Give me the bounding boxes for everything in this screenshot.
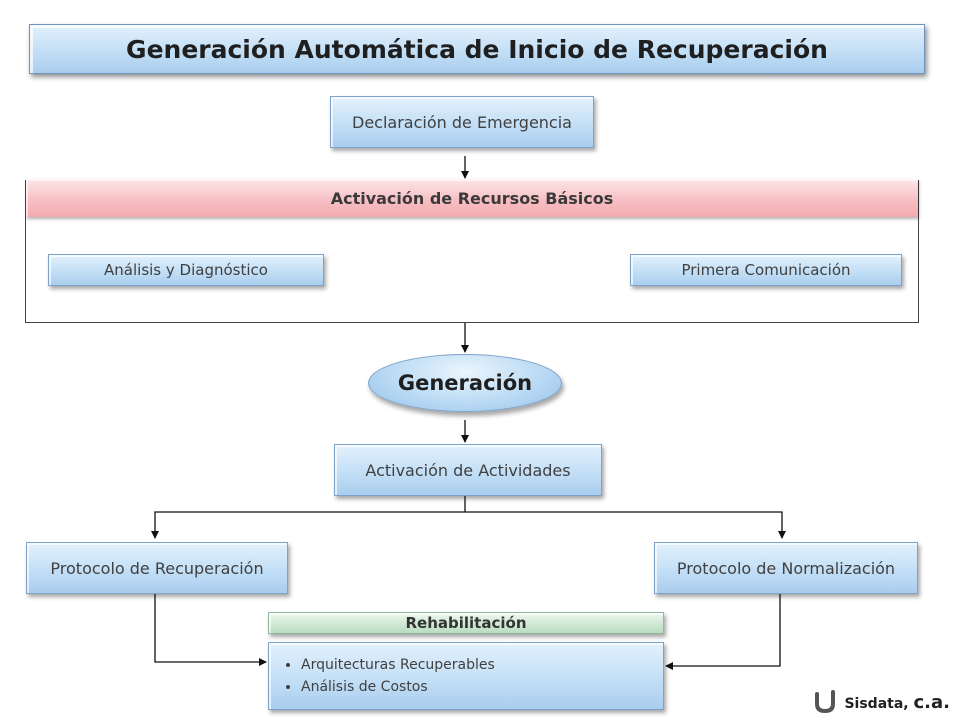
sisdata-text: Sisdata, c.a.: [844, 692, 950, 713]
sisdata-logo: Sisdata, c.a.: [786, 688, 950, 716]
arrow-normalizacion-list: [665, 594, 781, 670]
rehabilitacion-list-box: Arquitecturas Recuperables Análisis de C…: [268, 642, 664, 710]
page-title: Generación Automática de Inicio de Recup…: [29, 24, 925, 74]
arrow-recuperacion-list: [154, 594, 267, 666]
activacion-recursos-banner: Activación de Recursos Básicos: [26, 179, 918, 217]
arrow-split-recuperacion: [151, 496, 466, 539]
protocolo-normalizacion-node: Protocolo de Normalización: [654, 542, 918, 594]
rehabilitacion-list: Arquitecturas Recuperables Análisis de C…: [269, 654, 495, 698]
activacion-actividades-node: Activación de Actividades: [334, 444, 602, 496]
declaracion-node: Declaración de Emergencia: [330, 96, 594, 148]
brand-suffix: c.a.: [913, 691, 951, 713]
primera-comunicacion-node: Primera Comunicación: [630, 254, 902, 286]
protocolo-recuperacion-node: Protocolo de Recuperación: [26, 542, 288, 594]
rehabilitacion-bar: Rehabilitación: [268, 612, 664, 634]
list-item: Análisis de Costos: [301, 676, 495, 698]
generacion-node: Generación: [368, 354, 562, 412]
sisdata-u-icon: [815, 690, 836, 714]
brand-text: Sisdata,: [844, 695, 909, 712]
analisis-node: Análisis y Diagnóstico: [48, 254, 324, 286]
list-item: Arquitecturas Recuperables: [301, 654, 495, 676]
arrow-split-normalizacion: [465, 511, 786, 539]
